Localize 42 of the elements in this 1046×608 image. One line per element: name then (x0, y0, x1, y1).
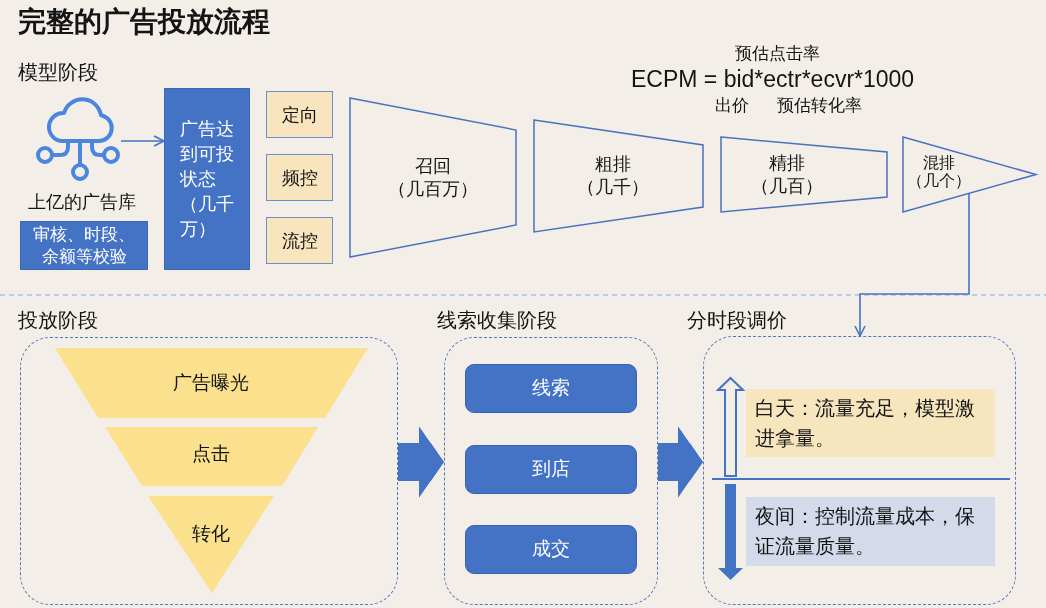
block-arrow (658, 426, 703, 498)
funnel-level: 转化 (147, 495, 274, 593)
stage-count: （几千） (577, 176, 649, 199)
filter-tag: 频控 (266, 154, 333, 201)
step-box: 成交 (464, 524, 637, 574)
step-box: 线索 (464, 363, 637, 413)
cloud-network-icon (35, 96, 121, 181)
formula-note: 出价 (715, 96, 749, 117)
funnel-level: 点击 (104, 426, 318, 486)
section-heading: 模型阶段 (18, 60, 98, 84)
funnel-level: 广告曝光 (54, 347, 368, 418)
group-heading: 线索收集阶段 (436, 307, 557, 332)
arrow (854, 192, 970, 337)
group-heading: 投放阶段 (17, 307, 98, 332)
count-text: （几千万） (180, 192, 235, 241)
group-heading: 分时段调价 (686, 307, 787, 332)
stage-name: 召回 (415, 154, 451, 178)
block-arrow (398, 426, 444, 498)
trapezoid-stage (349, 97, 517, 258)
arrow (120, 135, 165, 147)
status-panel (164, 88, 250, 270)
icon-caption: 上亿的广告库 (28, 192, 136, 214)
stage-name: 混排 (923, 154, 955, 172)
status-text: 广告达到可投状态 (180, 117, 235, 191)
note-panel: 夜间：控制流量成本，保证流量质量。 (745, 496, 995, 566)
formula-text: ECPM = bid*ectr*ecvr*1000 (631, 66, 915, 94)
formula-note: 预估转化率 (777, 96, 862, 117)
step-box: 到店 (464, 444, 637, 494)
triangle-stage (902, 136, 1037, 213)
filter-tag: 流控 (266, 217, 333, 264)
diagram-title: 完整的广告投放流程 (18, 5, 270, 39)
formula-note: 预估点击率 (734, 44, 820, 65)
stage-name: 精排 (769, 151, 805, 175)
check-panel: 审核、时段、余额等校验 (20, 221, 148, 270)
trapezoid-stage (720, 136, 888, 213)
stage-count: （几百） (751, 174, 823, 198)
trapezoid-stage (533, 119, 704, 233)
filter-tag: 定向 (266, 91, 333, 138)
stage-count: （几个） (907, 172, 971, 190)
note-panel: 白天：流量充足，模型激进拿量。 (745, 388, 995, 457)
stage-count: （几百万） (388, 177, 478, 201)
stage-name: 粗排 (595, 153, 631, 176)
